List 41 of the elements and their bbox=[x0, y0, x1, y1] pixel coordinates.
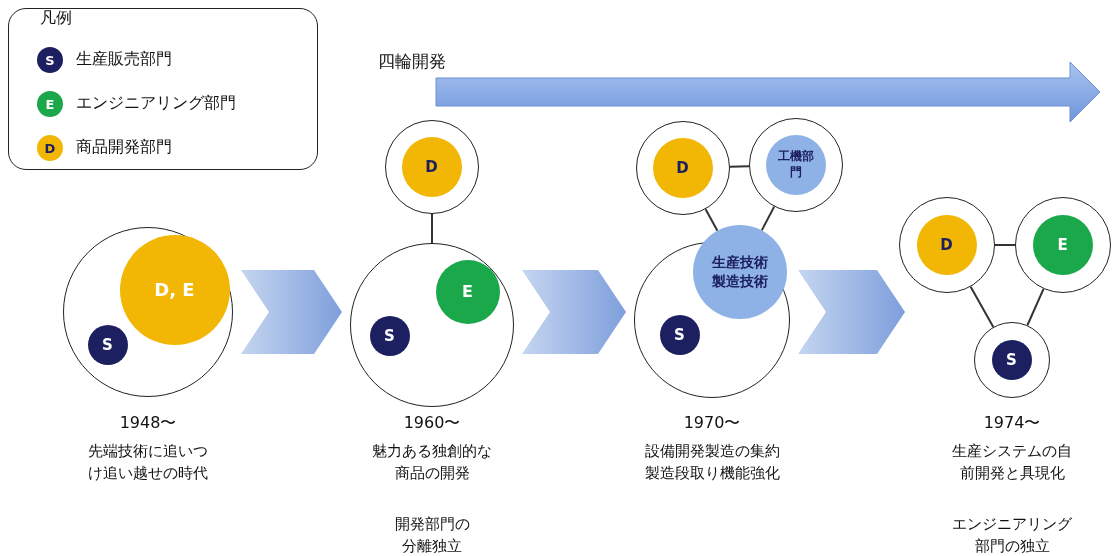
connector-line bbox=[729, 165, 750, 168]
chevron-arrow bbox=[522, 270, 626, 354]
stage-caption: 開発部門の分離独立 bbox=[393, 514, 471, 556]
arrow-label: 四輪開発 bbox=[378, 50, 446, 73]
legend-swatch: S bbox=[37, 47, 63, 73]
connector-line bbox=[969, 285, 995, 328]
legend-text: 商品開発部門 bbox=[76, 137, 172, 158]
department-circle: S bbox=[659, 314, 700, 355]
year-label: 1948〜 bbox=[118, 412, 178, 434]
department-circle: D bbox=[401, 136, 462, 197]
year-label: 1960〜 bbox=[402, 412, 462, 434]
department-circle: D bbox=[916, 214, 977, 275]
connector-line bbox=[1026, 287, 1045, 327]
department-circle: D bbox=[652, 137, 713, 198]
stage-caption: 設備開発製造の集約 bbox=[643, 441, 781, 462]
connector-line bbox=[760, 205, 776, 232]
connector-line bbox=[704, 208, 719, 232]
chevron-arrow bbox=[798, 270, 905, 354]
department-circle: S bbox=[991, 339, 1032, 380]
connector-line bbox=[994, 244, 1016, 246]
stage-caption: 製造段取り機能強化 bbox=[643, 463, 781, 484]
department-circle: S bbox=[369, 315, 410, 356]
year-label: 1974〜 bbox=[982, 412, 1042, 434]
stage-caption: 先端技術に追いつけ追い越せの時代 bbox=[87, 441, 209, 484]
department-circle: 工機部門 bbox=[765, 134, 826, 195]
year-label: 1970〜 bbox=[682, 412, 742, 434]
chevron-arrow bbox=[241, 270, 342, 354]
stage-caption: 魅力ある独創的な商品の開発 bbox=[371, 441, 493, 484]
department-circle: 生産技術製造技術 bbox=[692, 224, 787, 319]
legend-text: エンジニアリング部門 bbox=[76, 93, 236, 114]
stage-caption: エンジニアリング部門の独立 bbox=[951, 514, 1073, 556]
stage-caption: 生産システムの自前開発と具現化 bbox=[951, 441, 1073, 484]
department-circle: S bbox=[87, 324, 128, 365]
legend-text: 生産販売部門 bbox=[76, 49, 172, 70]
legend-swatch: D bbox=[37, 135, 63, 161]
connector-line bbox=[431, 213, 433, 244]
department-circle: E bbox=[435, 259, 500, 324]
department-circle: E bbox=[1032, 214, 1093, 275]
legend-title: 凡例 bbox=[40, 8, 72, 29]
legend-swatch: E bbox=[37, 91, 63, 117]
department-circle: D, E bbox=[119, 234, 230, 345]
